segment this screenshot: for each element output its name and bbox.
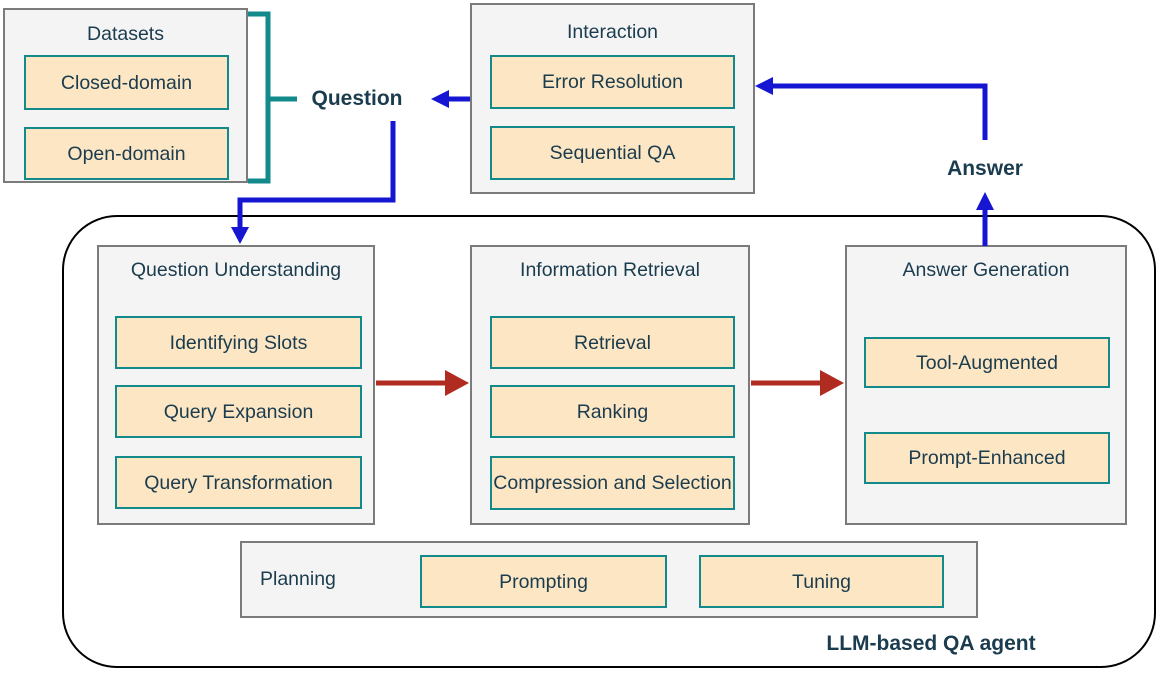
- answer-to-interaction-arrowhead: [755, 77, 773, 95]
- planning-title: Planning: [260, 568, 336, 590]
- answer-label: Answer: [947, 157, 1023, 180]
- question-understanding-panel: Question Understanding Identifying Slots…: [97, 245, 375, 525]
- identifying-slots-node: Identifying Slots: [115, 316, 362, 369]
- datasets-panel: Datasets Closed-domain Open-domain: [3, 8, 248, 183]
- compression-selection-node: Compression and Selection: [490, 456, 735, 510]
- sequential-qa-node: Sequential QA: [490, 126, 735, 180]
- interaction-to-question-arrowhead: [431, 90, 449, 108]
- interaction-panel: Interaction Error Resolution Sequential …: [470, 3, 755, 194]
- generation-to-answer-arrowhead: [976, 192, 994, 210]
- llm-agent-boundary: [62, 215, 1156, 668]
- closed-domain-node: Closed-domain: [24, 55, 229, 110]
- datasets-title: Datasets: [87, 23, 164, 45]
- retrieval-node: Retrieval: [490, 316, 735, 369]
- question-label: Question: [311, 87, 403, 110]
- query-expansion-node: Query Expansion: [115, 385, 362, 438]
- answer-generation-panel: Answer Generation Tool-Augmented Prompt-…: [845, 245, 1127, 525]
- prompt-enhanced-node: Prompt-Enhanced: [864, 432, 1110, 484]
- information-retrieval-title: Information Retrieval: [520, 259, 700, 281]
- planning-panel: Planning Prompting Tuning: [240, 541, 978, 618]
- information-retrieval-panel: Information Retrieval Retrieval Ranking …: [470, 245, 750, 525]
- answer-to-interaction-arrow-line: [772, 83, 988, 140]
- query-transformation-node: Query Transformation: [115, 456, 362, 509]
- open-domain-node: Open-domain: [24, 127, 229, 180]
- question-to-agent-arrow-line: [237, 121, 396, 228]
- question-understanding-title: Question Understanding: [130, 259, 342, 281]
- prompting-node: Prompting: [420, 555, 667, 608]
- tool-augmented-node: Tool-Augmented: [864, 337, 1110, 388]
- interaction-title: Interaction: [566, 21, 659, 43]
- tuning-node: Tuning: [699, 555, 944, 608]
- answer-generation-title: Answer Generation: [902, 259, 1070, 281]
- datasets-bracket: [248, 11, 297, 184]
- ranking-node: Ranking: [490, 385, 735, 438]
- error-resolution-node: Error Resolution: [490, 55, 735, 109]
- agent-label: LLM-based QA agent: [826, 632, 1036, 655]
